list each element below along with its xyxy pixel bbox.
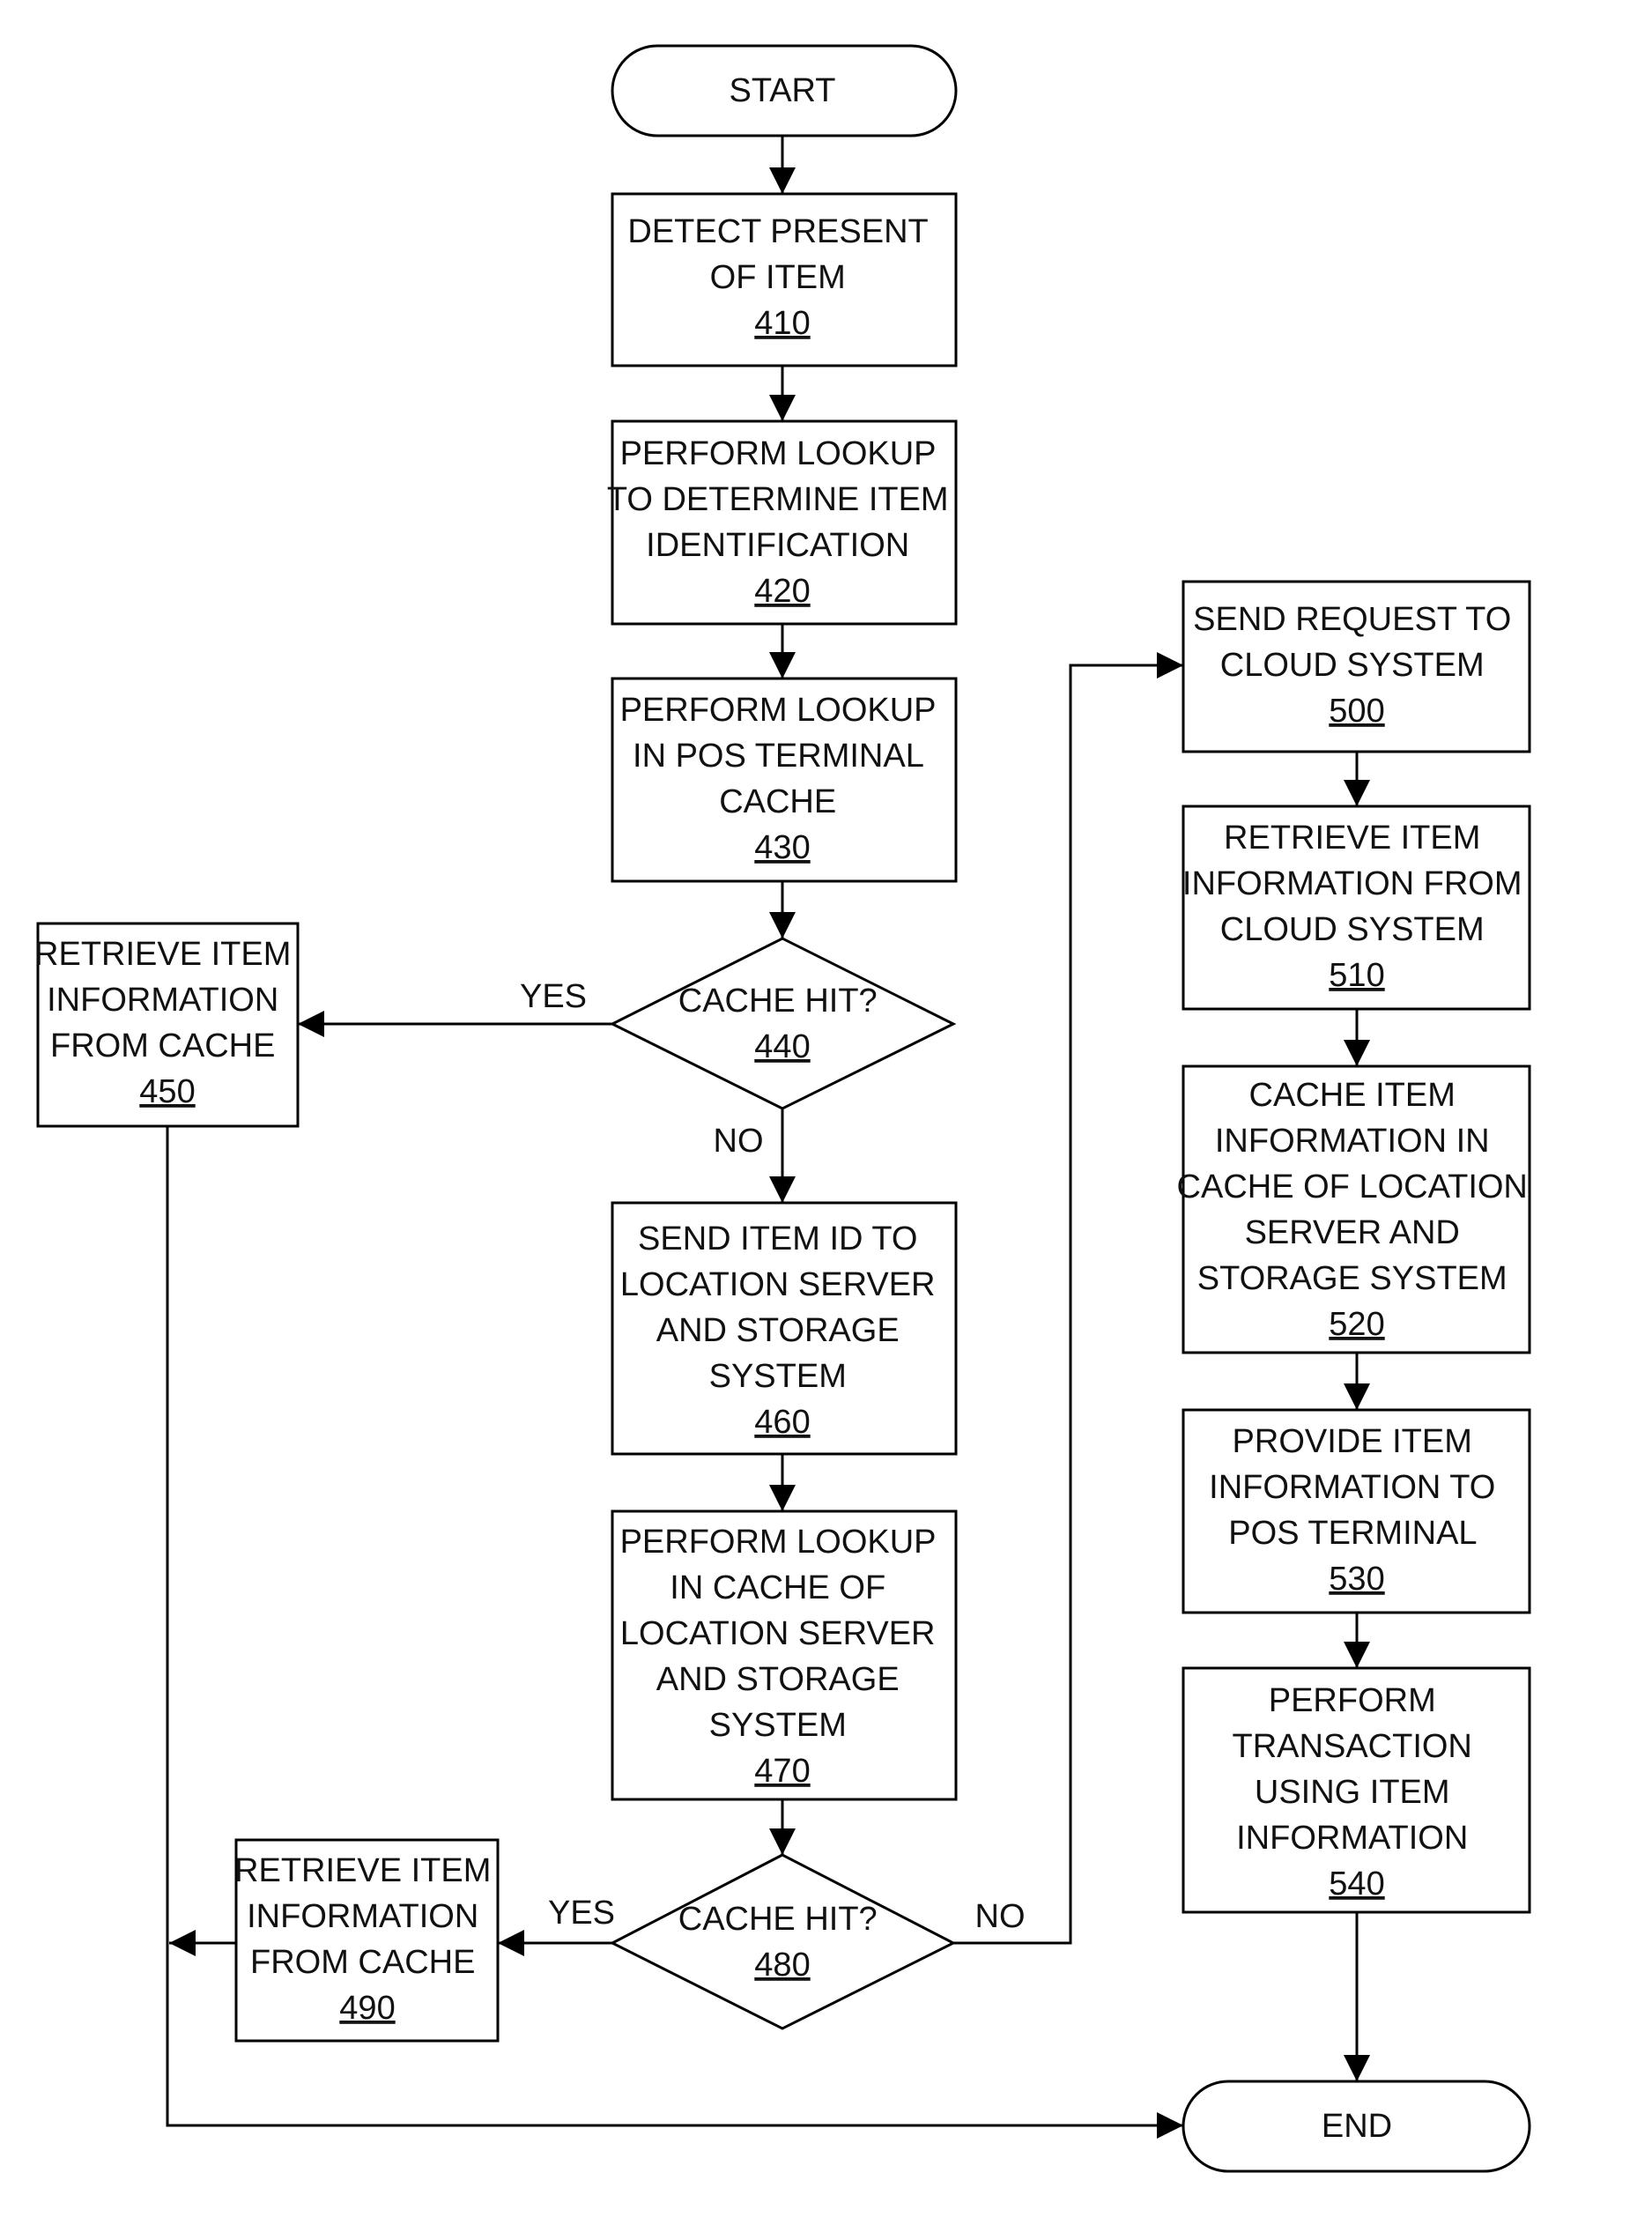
step-430: PERFORM LOOKUP IN POS TERMINAL CACHE 430: [612, 679, 956, 881]
step-430-line-2: IN POS TERMINAL: [633, 738, 923, 775]
step-410-line-2: OF ITEM: [710, 259, 846, 296]
step-540: PERFORM TRANSACTION USING ITEM INFORMATI…: [1183, 1668, 1530, 1912]
decision-480-ref: 480: [754, 1947, 810, 1984]
decision-440-question: CACHE HIT?: [678, 983, 878, 1020]
step-510-line-3: CLOUD SYSTEM: [1220, 911, 1485, 948]
step-420-line-1: PERFORM LOOKUP: [620, 435, 936, 472]
step-510: RETRIEVE ITEM INFORMATION FROM CLOUD SYS…: [1182, 806, 1531, 1009]
decision-480-question: CACHE HIT?: [678, 1901, 878, 1938]
step-430-line-3: CACHE: [719, 783, 836, 820]
step-540-line-2: TRANSACTION: [1233, 1728, 1472, 1765]
step-530: PROVIDE ITEM INFORMATION TO POS TERMINAL…: [1183, 1410, 1530, 1613]
step-460-line-3: AND STORAGE: [656, 1312, 900, 1349]
step-420-line-3: IDENTIFICATION: [646, 527, 909, 564]
step-540-line-4: INFORMATION: [1236, 1820, 1468, 1857]
step-520-ref: 520: [1329, 1306, 1384, 1343]
step-540-ref: 540: [1329, 1865, 1384, 1902]
end-label: END: [1322, 2108, 1392, 2145]
step-430-line-1: PERFORM LOOKUP: [620, 692, 936, 729]
step-520-line-2: INFORMATION IN: [1215, 1123, 1490, 1160]
step-430-ref: 430: [754, 829, 810, 866]
step-410-line-1: DETECT PRESENT: [627, 213, 928, 250]
start-label: START: [729, 72, 835, 109]
step-450-line-3: FROM CACHE: [50, 1027, 275, 1064]
step-450: RETRIEVE ITEM INFORMATION FROM CACHE 450: [34, 923, 300, 1126]
step-490-ref: 490: [339, 1990, 395, 2027]
step-530-line-1: PROVIDE ITEM: [1233, 1423, 1472, 1460]
start-terminal: START: [612, 46, 956, 136]
step-450-line-2: INFORMATION: [47, 982, 278, 1019]
step-520-line-1: CACHE ITEM: [1249, 1077, 1456, 1114]
step-500-ref: 500: [1329, 693, 1384, 730]
step-540-line-3: USING ITEM: [1255, 1774, 1450, 1811]
step-450-line-1: RETRIEVE ITEM: [34, 936, 291, 973]
step-460: SEND ITEM ID TO LOCATION SERVER AND STOR…: [612, 1203, 956, 1454]
step-490: RETRIEVE ITEM INFORMATION FROM CACHE 490: [234, 1840, 500, 2041]
step-520-line-4: SERVER AND: [1245, 1214, 1460, 1251]
edge-label-no-480: NO: [975, 1898, 1026, 1935]
edge-label-yes-480: YES: [548, 1895, 615, 1932]
edge-label-no-440: NO: [714, 1123, 764, 1160]
edge-label-yes-440: YES: [520, 978, 587, 1015]
step-490-line-2: INFORMATION: [247, 1898, 478, 1935]
step-460-line-4: SYSTEM: [709, 1358, 847, 1395]
step-420: PERFORM LOOKUP TO DETERMINE ITEM IDENTIF…: [607, 421, 958, 624]
step-490-line-1: RETRIEVE ITEM: [234, 1852, 491, 1889]
edge-480-500-no: [953, 665, 1183, 1943]
step-470: PERFORM LOOKUP IN CACHE OF LOCATION SERV…: [612, 1511, 956, 1799]
step-470-line-1: PERFORM LOOKUP: [620, 1524, 936, 1561]
step-470-line-3: LOCATION SERVER: [620, 1615, 936, 1652]
step-460-line-1: SEND ITEM ID TO: [638, 1220, 917, 1257]
step-520: CACHE ITEM INFORMATION IN CACHE OF LOCAT…: [1177, 1066, 1537, 1353]
step-500-line-2: CLOUD SYSTEM: [1220, 647, 1485, 684]
step-500-line-1: SEND REQUEST TO: [1193, 601, 1511, 638]
step-420-ref: 420: [754, 573, 810, 610]
step-470-ref: 470: [754, 1753, 810, 1790]
step-510-ref: 510: [1329, 957, 1384, 994]
step-520-line-5: STORAGE SYSTEM: [1197, 1260, 1508, 1297]
step-530-ref: 530: [1329, 1561, 1384, 1598]
step-470-line-5: SYSTEM: [709, 1707, 847, 1744]
step-460-ref: 460: [754, 1404, 810, 1441]
decision-440: CACHE HIT? 440: [612, 938, 953, 1109]
step-520-line-3: CACHE OF LOCATION: [1177, 1168, 1528, 1205]
step-540-line-1: PERFORM: [1269, 1682, 1436, 1719]
step-420-line-2: TO DETERMINE ITEM: [607, 481, 949, 518]
step-510-line-1: RETRIEVE ITEM: [1224, 820, 1480, 857]
step-500: SEND REQUEST TO CLOUD SYSTEM 500: [1183, 582, 1530, 752]
step-410-ref: 410: [754, 305, 810, 342]
step-490-line-3: FROM CACHE: [250, 1944, 475, 1981]
step-450-ref: 450: [139, 1073, 195, 1110]
step-470-line-2: IN CACHE OF: [670, 1569, 885, 1606]
step-510-line-2: INFORMATION FROM: [1182, 865, 1522, 902]
step-470-line-4: AND STORAGE: [656, 1661, 900, 1698]
step-410: DETECT PRESENT OF ITEM 410: [612, 194, 956, 366]
decision-440-ref: 440: [754, 1028, 810, 1065]
end-terminal: END: [1183, 2081, 1530, 2171]
step-530-line-2: INFORMATION TO: [1209, 1469, 1495, 1506]
step-460-line-2: LOCATION SERVER: [620, 1266, 936, 1303]
step-530-line-3: POS TERMINAL: [1228, 1515, 1476, 1552]
decision-480: CACHE HIT? 480: [612, 1855, 953, 2028]
